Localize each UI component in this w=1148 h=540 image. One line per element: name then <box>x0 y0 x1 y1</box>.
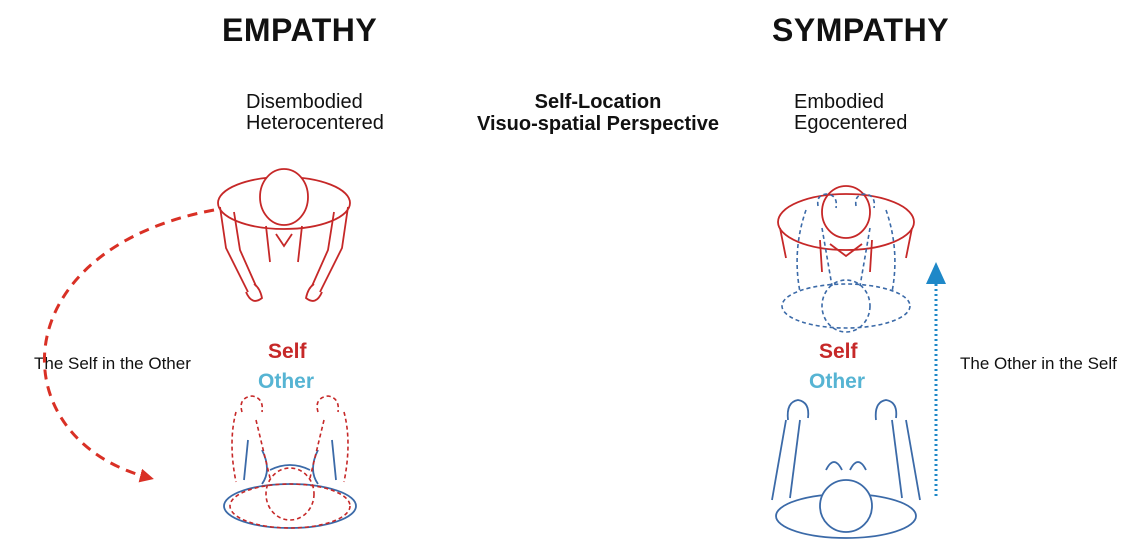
sympathy-arrow-head <box>926 262 946 284</box>
sympathy-other-figure <box>772 400 920 538</box>
empathy-self-figure <box>218 169 350 301</box>
sympathy-self-figure <box>778 186 914 272</box>
sympathy-other-projection <box>782 194 910 332</box>
empathy-self-projection <box>230 396 350 528</box>
empathy-arrow <box>44 210 214 478</box>
